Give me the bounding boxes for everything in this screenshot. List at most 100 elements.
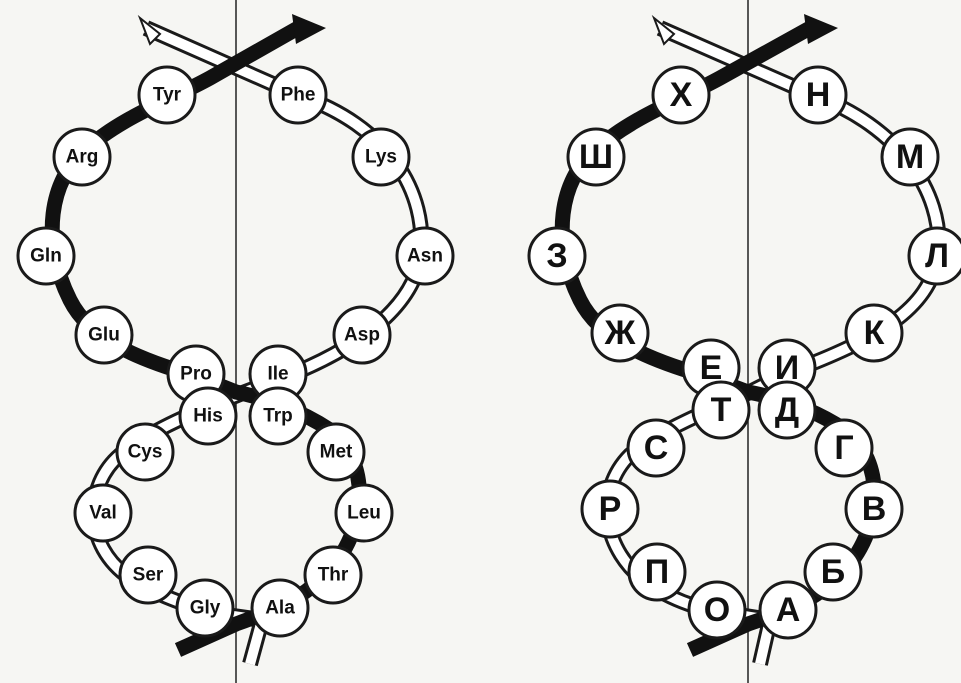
left-node-5: Gln xyxy=(16,226,76,286)
left-node-label: Tyr xyxy=(153,85,182,106)
right-node-8: К xyxy=(844,303,904,363)
right-node-label: В xyxy=(862,490,887,528)
right-node-label: К xyxy=(864,314,885,352)
right-node-label: Б xyxy=(821,553,845,591)
right-node-label: Г xyxy=(834,429,853,467)
right-node-4: М xyxy=(880,127,940,187)
left-node-3: Arg xyxy=(52,127,112,187)
left-node-circle xyxy=(332,305,392,365)
left-light-arrowhead xyxy=(137,14,162,46)
left-node-circle xyxy=(248,386,308,446)
right-node-label: Ж xyxy=(604,314,636,352)
left-node-14: Met xyxy=(306,422,366,482)
right-node-11: Т xyxy=(691,380,751,440)
left-node-circle xyxy=(268,65,328,125)
right-node-label: Д xyxy=(775,391,799,429)
right-node-circle xyxy=(758,580,818,640)
right-node-label: Т xyxy=(711,391,732,429)
left-node-label: Pro xyxy=(180,364,212,385)
left-node-circle xyxy=(178,386,238,446)
right-node-circle xyxy=(651,65,711,125)
left-node-circle xyxy=(16,226,76,286)
left-node-label: Val xyxy=(89,503,116,524)
right-node-circle xyxy=(527,226,587,286)
right-node-circle xyxy=(691,380,751,440)
left-node-11: His xyxy=(178,386,238,446)
right-node-15: Р xyxy=(580,479,640,539)
left-node-1: Tyr xyxy=(137,65,197,125)
left-node-label: Asp xyxy=(344,325,380,346)
right-node-label: Р xyxy=(599,490,622,528)
left-node-16: Leu xyxy=(334,483,394,543)
right-node-5: З xyxy=(527,226,587,286)
left-node-8: Asp xyxy=(332,305,392,365)
left-node-circle xyxy=(137,65,197,125)
right-node-label: Ш xyxy=(579,138,613,176)
right-node-3: Ш xyxy=(566,127,626,187)
right-node-14: Г xyxy=(814,418,874,478)
right-node-16: В xyxy=(844,479,904,539)
left-node-circle xyxy=(74,305,134,365)
right-node-circle xyxy=(627,542,687,602)
right-node-label: М xyxy=(896,138,924,176)
left-node-label: Thr xyxy=(318,565,349,586)
left-node-label: Gln xyxy=(30,246,62,267)
left-node-13: Cys xyxy=(115,422,175,482)
left-node-circle xyxy=(118,545,178,605)
left-node-circle xyxy=(303,545,363,605)
left-node-circle xyxy=(334,483,394,543)
right-node-7: Ж xyxy=(590,303,650,363)
right-node-2: Н xyxy=(788,65,848,125)
right-node-12: Д xyxy=(757,380,817,440)
left-node-circle xyxy=(52,127,112,187)
right-node-label: Х xyxy=(670,76,693,114)
right-node-label: Н xyxy=(806,76,831,114)
right-node-label: О xyxy=(704,591,730,629)
left-node-circle xyxy=(115,422,175,482)
left-node-20: Ala xyxy=(250,578,310,638)
right-node-circle xyxy=(844,479,904,539)
left-node-label: Phe xyxy=(281,85,316,106)
right-node-label: А xyxy=(776,591,801,629)
left-node-17: Ser xyxy=(118,545,178,605)
right-node-label: Л xyxy=(925,237,949,275)
left-node-label: Met xyxy=(320,442,353,463)
right-node-circle xyxy=(907,226,961,286)
left-node-10: Ile xyxy=(248,344,308,404)
left-node-label: Ala xyxy=(265,598,295,619)
left-node-circle xyxy=(395,226,455,286)
right-node-19: О xyxy=(687,580,747,640)
right-node-circle xyxy=(626,418,686,478)
left-node-circle xyxy=(250,578,310,638)
left-node-15: Val xyxy=(73,483,133,543)
right-node-circle xyxy=(880,127,940,187)
left-node-6: Asn xyxy=(395,226,455,286)
left-node-circle xyxy=(175,578,235,638)
right-node-circle xyxy=(814,418,874,478)
right-node-circle xyxy=(566,127,626,187)
right-node-circle xyxy=(590,303,650,363)
right-node-20: А xyxy=(758,580,818,640)
left-node-12: Trp xyxy=(248,386,308,446)
right-node-6: Л xyxy=(907,226,961,286)
right-light-arrowhead xyxy=(651,14,676,46)
left-node-circle xyxy=(306,422,366,482)
left-node-label: Trp xyxy=(263,406,293,427)
left-node-label: Ser xyxy=(133,565,164,586)
left-node-circle xyxy=(73,483,133,543)
right-node-circle xyxy=(687,580,747,640)
right-dark-arrowhead xyxy=(804,14,838,44)
right-node-18: Б xyxy=(803,542,863,602)
left-node-label: His xyxy=(193,406,223,427)
right-node-circle xyxy=(580,479,640,539)
left-node-label: Asn xyxy=(407,246,443,267)
left-node-label: Arg xyxy=(66,147,99,168)
left-node-label: Glu xyxy=(88,325,120,346)
left-node-label: Ile xyxy=(267,364,288,385)
left-node-circle xyxy=(351,127,411,187)
left-node-label: Leu xyxy=(347,503,381,524)
right-node-circle xyxy=(757,380,817,440)
left-node-18: Thr xyxy=(303,545,363,605)
